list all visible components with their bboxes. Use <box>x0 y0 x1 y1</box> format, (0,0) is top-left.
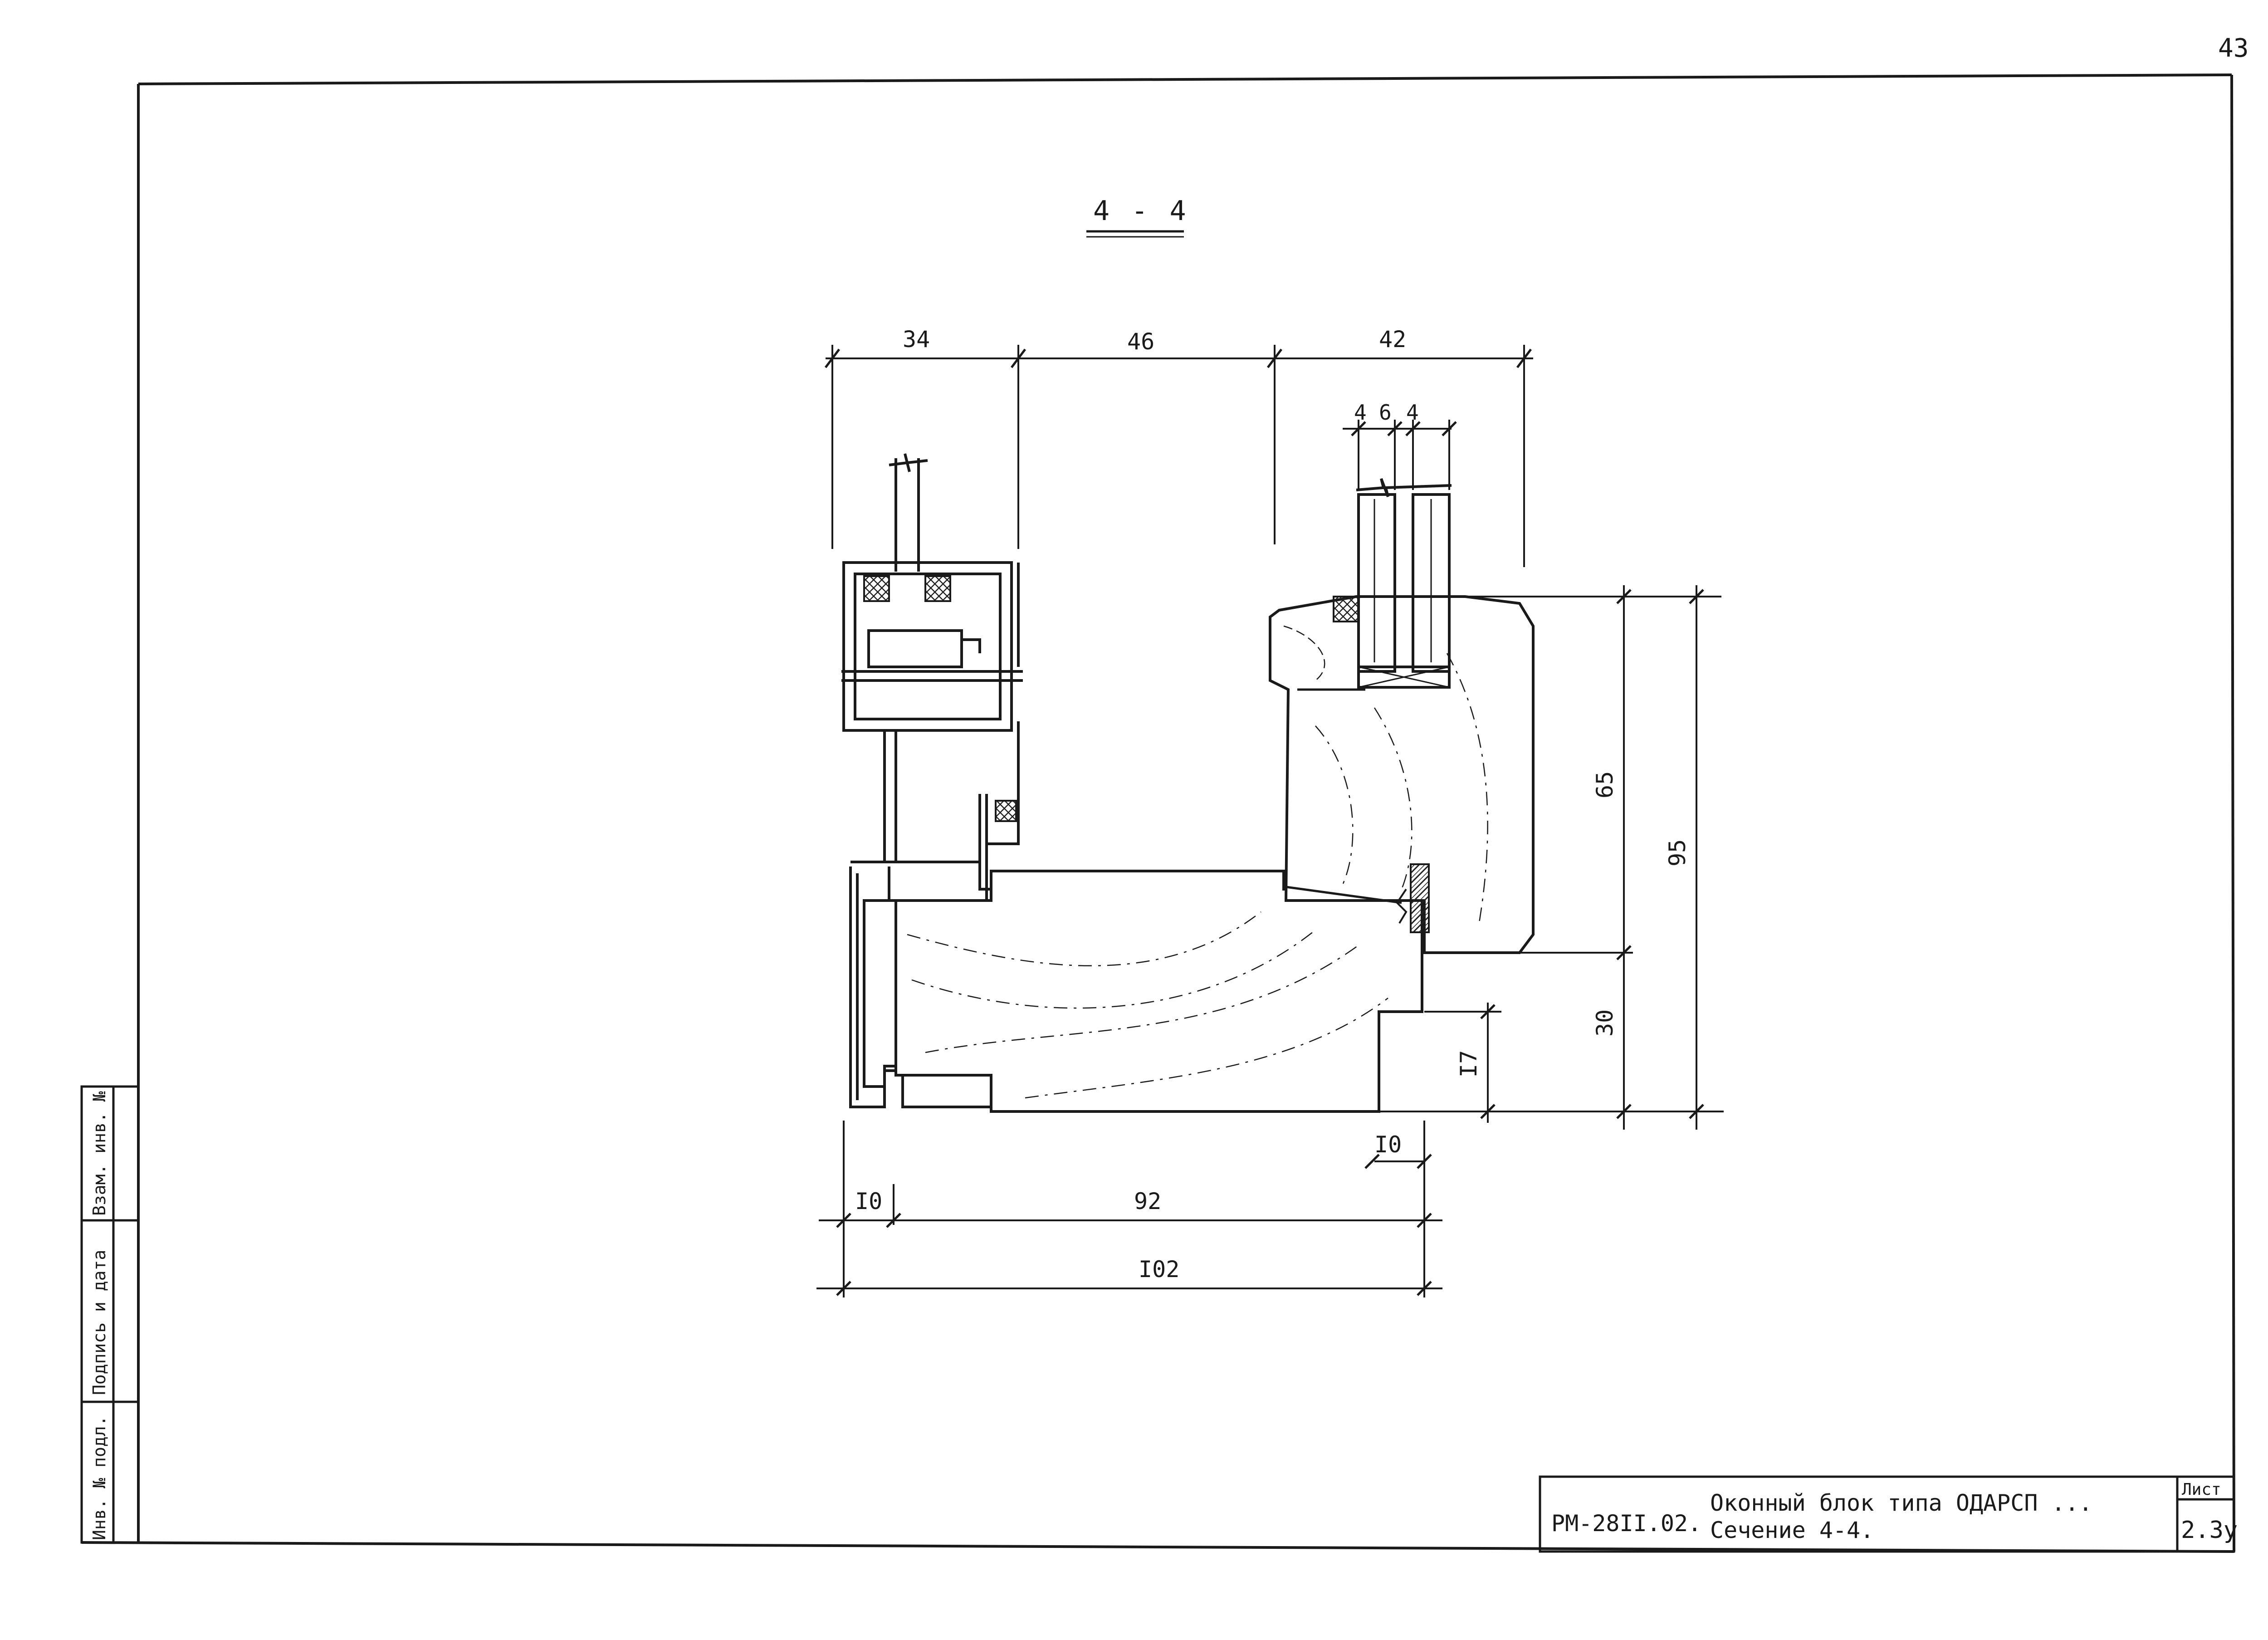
stamp-replace-label: Взам. инв. № <box>89 1091 109 1216</box>
dim-34: 34 <box>903 326 930 352</box>
page-number: 43 <box>2218 34 2248 63</box>
dim-glass-4b: 4 <box>1406 400 1419 425</box>
dim-102: I02 <box>1139 1256 1179 1283</box>
dim-10-left: I0 <box>855 1188 882 1214</box>
dim-glass-4a: 4 <box>1354 400 1367 425</box>
sheet-number: 2.3у <box>2181 1517 2238 1544</box>
dim-17: I7 <box>1456 1050 1482 1077</box>
double-glazing <box>1356 478 1452 689</box>
stamp-inv-label: Инв. № подл. <box>89 1415 109 1540</box>
doc-description-line2: Сечение 4-4. <box>1710 1517 1874 1543</box>
doc-code: РМ-28II.02. <box>1551 1510 1701 1537</box>
dim-glass-6: 6 <box>1379 400 1392 425</box>
doc-description-line1: Оконный блок типа ОДАРСП ... <box>1710 1490 2092 1516</box>
section-title: 4 - 4 <box>1093 195 1189 227</box>
sash-gaskets <box>863 575 1017 822</box>
dim-46: 46 <box>1127 328 1154 355</box>
stamp-signature-label: Подпись и дата <box>89 1250 109 1395</box>
dim-65: 65 <box>1592 771 1618 798</box>
timber-sash <box>1269 595 1535 954</box>
dim-95: 95 <box>1664 839 1691 867</box>
sheet-label: Лист <box>2182 1480 2221 1499</box>
dimension-ticks <box>825 348 1704 1296</box>
dim-10-right: I0 <box>1374 1131 1402 1158</box>
glazing-bead-seal <box>1333 596 1359 622</box>
dim-92: 92 <box>1134 1188 1161 1214</box>
sheet-frame <box>81 73 2235 1553</box>
dimension-lines <box>816 345 1724 1297</box>
timber-frame <box>894 870 1423 1113</box>
side-stamp <box>80 1085 140 1544</box>
dim-30: 30 <box>1592 1009 1618 1037</box>
title-block <box>1539 1475 2235 1553</box>
weather-seal <box>1286 863 1430 933</box>
dim-42: 42 <box>1379 326 1406 352</box>
aluminium-sash-profile <box>841 453 1023 901</box>
